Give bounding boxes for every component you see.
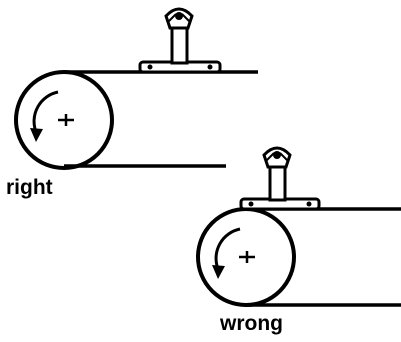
mount-plate-right bbox=[138, 60, 222, 74]
valve-stem-right bbox=[170, 23, 189, 65]
valve-head-wrong bbox=[262, 146, 292, 169]
rotation-arrowhead-right bbox=[30, 128, 43, 142]
roller-center-mark-right bbox=[58, 114, 74, 126]
caption-wrong: wrong bbox=[220, 312, 283, 335]
caption-right: right bbox=[6, 176, 53, 199]
rotation-arrow-right bbox=[32, 90, 59, 133]
roller-center-mark-wrong bbox=[239, 251, 255, 263]
rotation-arrow-wrong bbox=[214, 227, 241, 270]
valve-stem-wrong bbox=[268, 161, 287, 202]
valve-head-right bbox=[164, 7, 194, 30]
assembly-right bbox=[14, 7, 258, 170]
assembly-wrong bbox=[196, 146, 401, 307]
rotation-arrowhead-wrong bbox=[212, 265, 225, 279]
